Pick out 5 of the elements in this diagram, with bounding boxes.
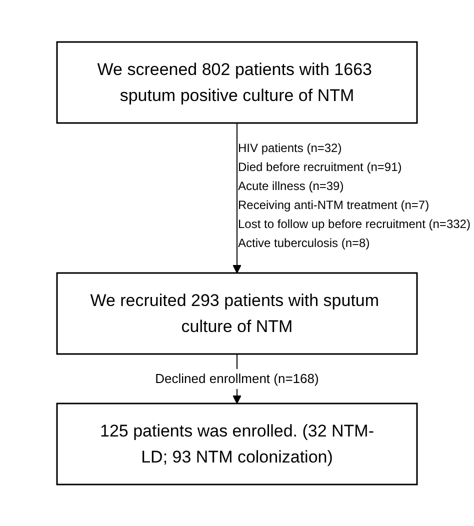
node-box: We screened 802 patients with 1663 sputum positive culture of NTM: [56, 41, 418, 124]
arrow: [232, 122, 242, 274]
edge-label: Declined enrollment (n=168): [155, 370, 319, 386]
node-box: 125 patients was enrolled. (32 NTM-LD; 93 NTM colonization): [56, 402, 418, 485]
node-box: We recruited 293 patients with sputum culture of NTM: [56, 272, 418, 354]
